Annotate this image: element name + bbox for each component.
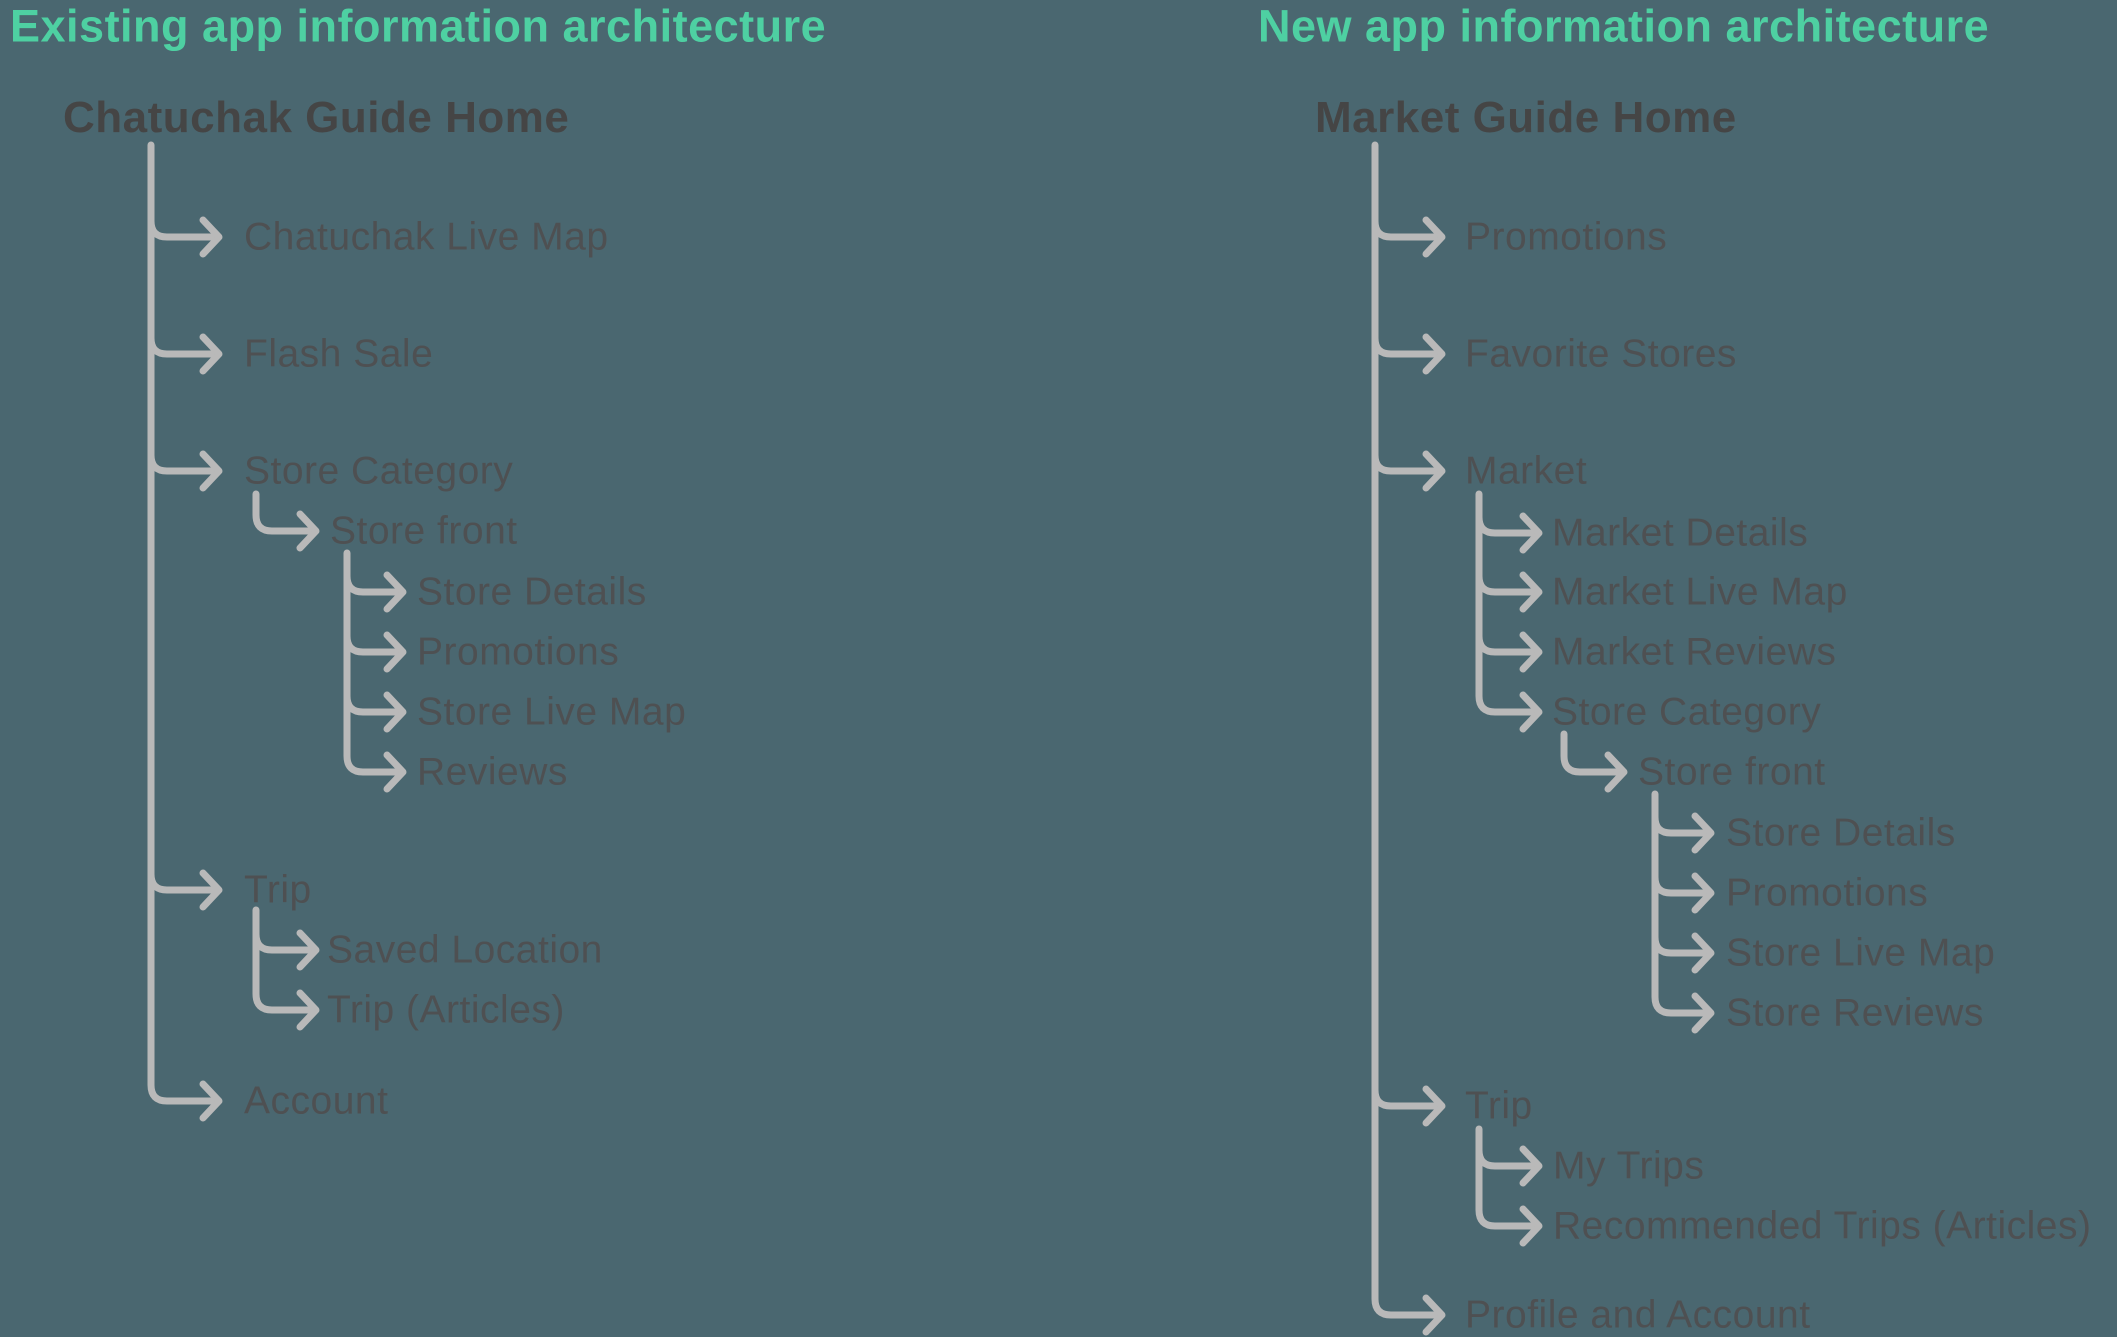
right-item-my-trips: My Trips <box>1553 1144 1705 1188</box>
right-item-profile-and-account: Profile and Account <box>1465 1293 1811 1337</box>
right-store-front-trunk-lines <box>1651 790 1707 1017</box>
left-item-promotions: Promotions <box>417 630 620 674</box>
right-root-trunk-lines <box>1371 141 1438 1319</box>
left-store-category-elbow <box>252 490 312 535</box>
left-item-trip-articles: Trip (Articles) <box>327 988 565 1032</box>
right-market-trunk-lines <box>1475 490 1535 716</box>
right-item-market-details: Market Details <box>1552 511 1809 555</box>
right-item-market-live-map: Market Live Map <box>1552 570 1848 614</box>
left-item-reviews: Reviews <box>417 750 568 794</box>
right-trip-trunk-lines <box>1475 1125 1535 1230</box>
right-tree-root: Market Guide Home <box>1315 93 1737 142</box>
left-item-store-front: Store front <box>330 509 518 553</box>
left-trip-trunk-lines <box>252 906 312 1014</box>
right-item-store-category: Store Category <box>1552 690 1822 734</box>
right-item-favorite-stores: Favorite Stores <box>1465 332 1737 376</box>
right-item-store-reviews: Store Reviews <box>1726 991 1984 1035</box>
right-item-market: Market <box>1465 449 1588 493</box>
left-item-store-details: Store Details <box>417 570 647 614</box>
left-item-account: Account <box>244 1079 389 1123</box>
left-store-category-arrowhead <box>296 510 320 552</box>
left-tree-lines <box>147 141 407 1122</box>
right-item-market-reviews: Market Reviews <box>1552 630 1837 674</box>
right-tree-heading: New app information architecture <box>1258 0 1990 52</box>
right-root-arrowheads <box>1422 216 1446 1336</box>
left-item-saved-location: Saved Location <box>327 928 603 972</box>
left-item-trip: Trip <box>244 868 312 912</box>
right-item-recommended-trips: Recommended Trips (Articles) <box>1553 1204 2092 1248</box>
left-tree-heading: Existing app information architecture <box>10 0 827 52</box>
right-item-storefront-promotions: Promotions <box>1726 871 1929 915</box>
left-store-front-trunk-lines <box>343 549 399 776</box>
left-item-chatuchak-live-map: Chatuchak Live Map <box>244 215 609 259</box>
right-store-front-arrowheads <box>1691 812 1715 1034</box>
right-store-category-elbow <box>1560 730 1620 776</box>
left-store-front-arrowheads <box>383 571 407 793</box>
left-tree-root: Chatuchak Guide Home <box>63 93 570 142</box>
right-tree-lines <box>1371 141 1715 1336</box>
left-root-arrowheads <box>199 216 223 1122</box>
left-item-store-live-map: Store Live Map <box>417 690 687 734</box>
left-root-trunk-lines <box>147 141 215 1105</box>
left-item-flash-sale: Flash Sale <box>244 332 434 376</box>
left-item-store-category: Store Category <box>244 449 514 493</box>
right-market-arrowheads <box>1519 512 1543 733</box>
right-store-category-arrowhead <box>1604 751 1628 793</box>
right-item-store-details: Store Details <box>1726 811 1956 855</box>
right-trip-arrowheads <box>1519 1145 1543 1247</box>
right-item-store-front: Store front <box>1638 750 1826 794</box>
left-trip-arrowheads <box>296 929 320 1031</box>
right-item-store-live-map: Store Live Map <box>1726 931 1996 975</box>
right-item-trip: Trip <box>1465 1084 1533 1128</box>
right-item-promotions: Promotions <box>1465 215 1668 259</box>
